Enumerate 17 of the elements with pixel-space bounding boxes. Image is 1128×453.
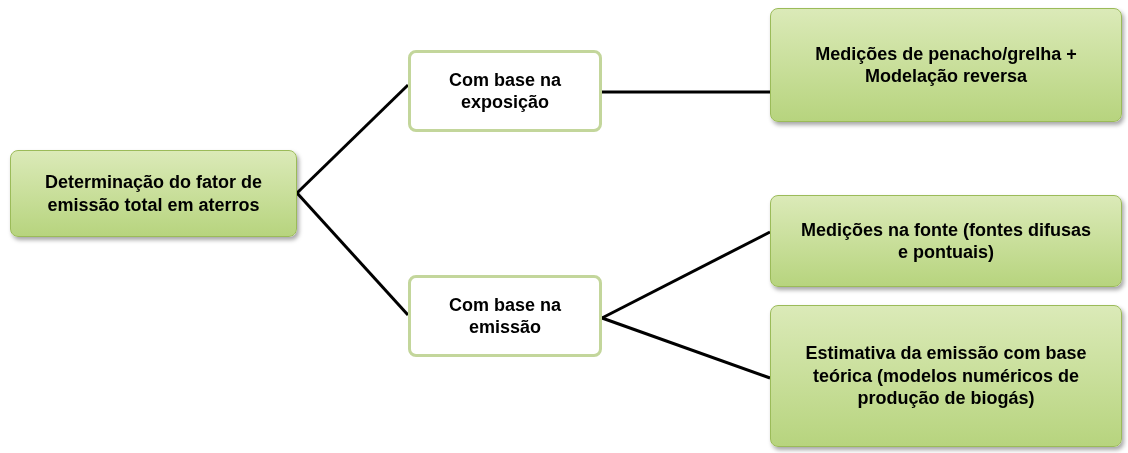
connector-line: [601, 230, 771, 320]
box-label: Medições de penacho/grelha + Modelação reversa: [814, 42, 1078, 88]
connector-line: [295, 83, 410, 195]
box-label: Com base na exposição: [447, 68, 562, 114]
category-box: [408, 275, 602, 357]
category-box: [770, 305, 1122, 447]
category-box: [408, 50, 602, 132]
box-label: Determinação do fator de emissão total em aterros: [43, 171, 263, 216]
category-box: [770, 8, 1122, 122]
connector-line: [601, 316, 771, 380]
connector-line: [295, 192, 410, 316]
box-label: Com base na emissão: [447, 293, 562, 339]
category-box: [10, 150, 297, 237]
category-box: [770, 195, 1122, 287]
box-label: Medições na fonte (fontes difusas e pontuais): [799, 218, 1092, 264]
connector-line: [602, 90, 770, 94]
box-label: Estimativa da emissão com base teórica (modelos numéricos de produção de biogás): [804, 342, 1088, 410]
